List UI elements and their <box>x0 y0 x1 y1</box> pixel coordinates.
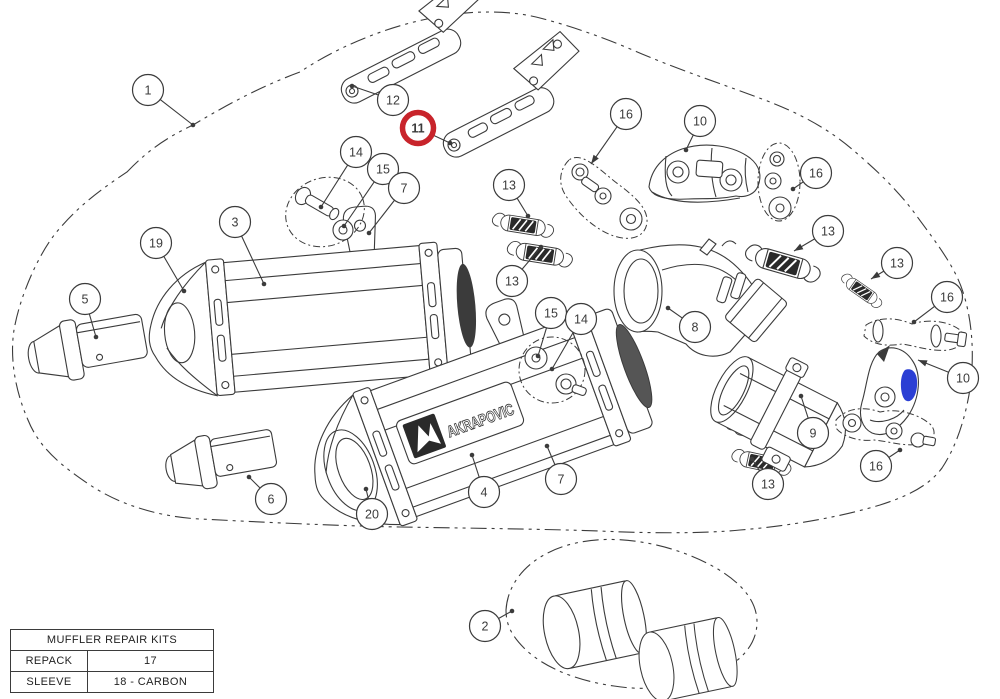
callout-5: 5 <box>68 282 102 340</box>
svg-text:13: 13 <box>890 256 904 270</box>
svg-text:6: 6 <box>268 492 275 506</box>
muffler-assembly-bottom: AKRAPOVIC <box>314 298 653 527</box>
svg-text:7: 7 <box>558 472 565 486</box>
callout-13: 13 <box>749 456 785 501</box>
sleeve-part <box>542 580 647 670</box>
svg-text:9: 9 <box>810 426 817 440</box>
muffler-assembly-top <box>148 205 477 397</box>
svg-text:2: 2 <box>482 619 489 633</box>
callout-13: 13 <box>492 168 531 219</box>
kit-label: REPACK <box>10 650 88 672</box>
svg-text:3: 3 <box>232 215 239 229</box>
kit-boundary-outline <box>12 11 973 534</box>
svg-text:7: 7 <box>401 181 408 195</box>
callout-20: 20 <box>355 486 389 531</box>
callout-12: 12 <box>349 83 410 117</box>
svg-text:13: 13 <box>502 178 516 192</box>
callout-4: 4 <box>467 452 501 509</box>
callout-16: 16 <box>911 280 964 325</box>
callout-14: 14 <box>549 302 598 372</box>
svg-text:5: 5 <box>82 292 89 306</box>
fastener-kit-16-a <box>560 157 648 239</box>
sleeve-kit-outline <box>505 538 758 689</box>
callout-16: 16 <box>859 447 903 483</box>
callout-layer: 1 12 11 16 10 16 14 15 7 3 19 5 13 13 8 13 13 16 9 10 16 13 15… <box>68 73 980 643</box>
svg-text:8: 8 <box>692 320 699 334</box>
callout-15: 15 <box>341 152 400 229</box>
spring-13 <box>741 241 825 286</box>
kit-value: 17 <box>87 650 214 672</box>
callout-8: 8 <box>665 305 712 344</box>
svg-text:14: 14 <box>574 312 588 326</box>
part-baffle-5 <box>27 313 148 381</box>
callout-3: 3 <box>218 205 267 287</box>
callout-14: 14 <box>318 135 373 210</box>
svg-text:16: 16 <box>940 290 954 304</box>
svg-text:16: 16 <box>869 459 883 473</box>
scorpion-glyph <box>417 423 442 453</box>
callout-19: 19 <box>139 226 187 294</box>
svg-text:1: 1 <box>145 83 152 97</box>
svg-text:12: 12 <box>386 93 400 107</box>
callout-13: 13 <box>870 246 914 280</box>
kits-table-row: SLEEVE 18 - CARBON <box>10 671 214 693</box>
callout-7: 7 <box>366 171 421 236</box>
fastener-group-15-14-bottom <box>518 336 587 404</box>
svg-text:14: 14 <box>349 145 363 159</box>
callout-11: 11 <box>399 109 453 147</box>
heat-shield-10-top <box>648 144 761 203</box>
svg-text:20: 20 <box>365 507 379 521</box>
callout-6: 6 <box>246 474 288 516</box>
svg-text:15: 15 <box>544 306 558 320</box>
callout-2: 2 <box>468 608 515 643</box>
svg-text:4: 4 <box>481 485 488 499</box>
fastener-kit-16-b <box>757 142 801 222</box>
callout-15: 15 <box>534 296 568 359</box>
kits-table-row: REPACK 17 <box>10 650 214 672</box>
muffler-body-3 <box>223 245 431 393</box>
svg-text:16: 16 <box>809 166 823 180</box>
callout-16: 16 <box>590 97 643 165</box>
callout-9: 9 <box>796 393 830 450</box>
kit-value: 18 - CARBON <box>87 671 214 693</box>
bracket-11 <box>442 30 580 158</box>
kits-table-title: MUFFLER REPAIR KITS <box>10 629 214 651</box>
callout-16: 16 <box>790 156 833 192</box>
kit-label: SLEEVE <box>10 671 88 693</box>
spring-13 <box>505 239 575 270</box>
heat-shield-10-right <box>859 345 919 435</box>
callout-13: 13 <box>793 214 845 252</box>
svg-text:16: 16 <box>619 107 633 121</box>
svg-text:15: 15 <box>376 162 390 176</box>
svg-text:11: 11 <box>411 121 424 135</box>
svg-text:13: 13 <box>761 477 775 491</box>
sleeve-part <box>638 616 738 699</box>
svg-text:13: 13 <box>821 224 835 238</box>
link-pipe-8 <box>613 238 787 357</box>
fastener-group-14-15-top <box>285 176 365 248</box>
muffler-repair-kits-table: MUFFLER REPAIR KITS REPACK 17 SLEEVE 18 … <box>10 629 214 693</box>
part-baffle-6 <box>165 429 278 490</box>
blue-highlight <box>900 369 918 402</box>
fastener-kit-16-c <box>863 318 968 351</box>
clamp-sleeve-9 <box>710 356 847 472</box>
callout-7: 7 <box>544 443 578 496</box>
fastener-kit-16-d <box>835 408 937 448</box>
svg-text:19: 19 <box>149 236 163 250</box>
svg-text:10: 10 <box>956 371 970 385</box>
callout-10: 10 <box>683 104 717 153</box>
bracket-12 <box>340 0 487 104</box>
callout-13: 13 <box>495 244 544 298</box>
callout-1: 1 <box>131 73 196 128</box>
svg-text:10: 10 <box>693 114 707 128</box>
svg-text:13: 13 <box>505 274 519 288</box>
spring-13 <box>490 211 556 240</box>
callout-10: 10 <box>917 359 980 395</box>
